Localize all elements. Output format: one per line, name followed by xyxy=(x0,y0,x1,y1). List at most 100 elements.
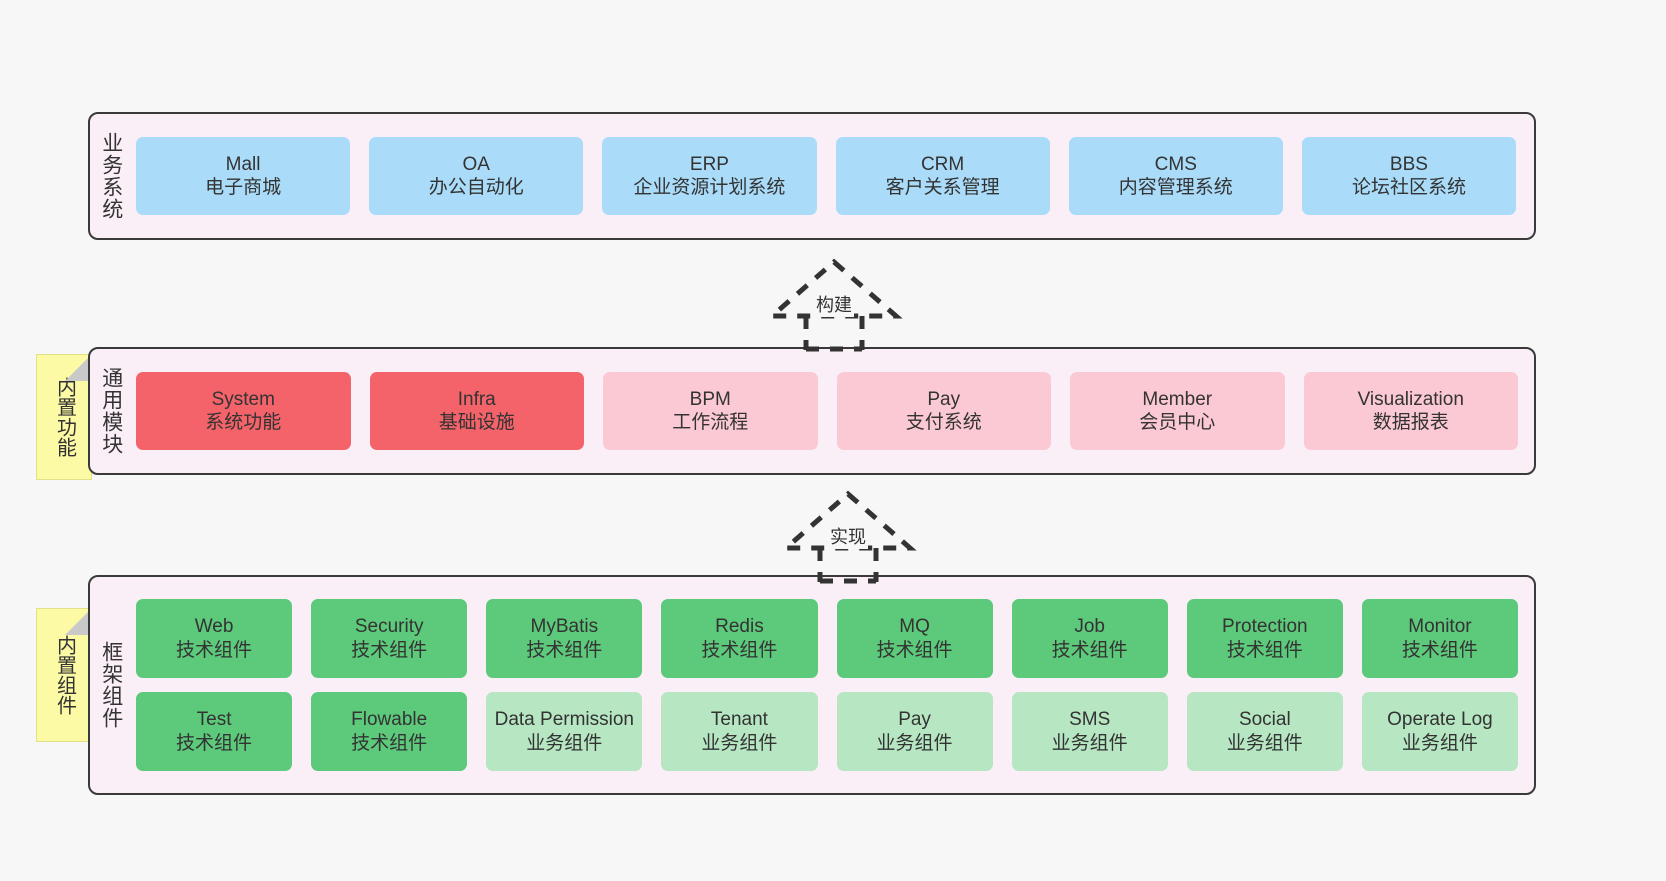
node-member[interactable]: Member 会员中心 xyxy=(1070,372,1285,450)
node-bbs[interactable]: BBS 论坛社区系统 xyxy=(1301,137,1517,215)
node-desc: 工作流程 xyxy=(672,412,749,433)
sticky-note-label: 内置功能 xyxy=(53,377,76,457)
node-oa[interactable]: OA 办公自动化 xyxy=(369,137,584,215)
node-redis[interactable]: Redis 技术组件 xyxy=(661,599,818,678)
node-name: Mall xyxy=(225,153,261,175)
node-sms[interactable]: SMS 业务组件 xyxy=(1011,692,1168,771)
node-desc: 技术组件 xyxy=(1051,639,1128,661)
node-desc: 技术组件 xyxy=(351,732,428,754)
node-visualization[interactable]: Visualization 数据报表 xyxy=(1303,372,1518,450)
node-social[interactable]: Social 业务组件 xyxy=(1186,692,1343,771)
arrow-stem xyxy=(817,548,879,584)
layer-body-framework-components: Web 技术组件 Security 技术组件 MyBatis 技术组件 Redi… xyxy=(132,577,1534,793)
node-name: Social xyxy=(1238,709,1291,731)
node-row: Test 技术组件 Flowable 技术组件 Data Permission … xyxy=(136,692,1518,771)
node-desc: 技术组件 xyxy=(176,732,253,754)
node-name: Pay xyxy=(898,709,931,731)
layer-body-common-modules: System 系统功能 Infra 基础设施 BPM 工作流程 Pay 支付系统… xyxy=(132,349,1534,473)
arrow-stem xyxy=(803,316,865,352)
layer-framework-components: 框架组件 Web 技术组件 Security 技术组件 MyBatis 技术组件… xyxy=(88,575,1536,795)
node-desc: 技术组件 xyxy=(1401,639,1478,661)
node-name: Security xyxy=(354,616,424,638)
node-erp[interactable]: ERP 企业资源计划系统 xyxy=(602,137,817,215)
node-name: Visualization xyxy=(1357,388,1464,410)
sticky-note-builtin-components: 内置组件 xyxy=(36,608,92,742)
node-desc: 业务组件 xyxy=(1401,732,1478,754)
node-name: Protection xyxy=(1222,616,1308,638)
node-pay-biz[interactable]: Pay 业务组件 xyxy=(836,692,993,771)
node-name: Flowable xyxy=(351,709,428,731)
node-mybatis[interactable]: MyBatis 技术组件 xyxy=(486,599,643,678)
node-desc: 技术组件 xyxy=(876,639,953,661)
node-name: Member xyxy=(1142,388,1213,410)
node-mall[interactable]: Mall 电子商城 xyxy=(136,137,351,215)
node-name: Operate Log xyxy=(1387,709,1493,731)
node-crm[interactable]: CRM 客户关系管理 xyxy=(835,137,1050,215)
node-desc: 技术组件 xyxy=(526,639,603,661)
node-name: Job xyxy=(1074,616,1105,638)
node-name: Monitor xyxy=(1408,616,1472,638)
node-name: MQ xyxy=(899,616,930,638)
node-desc: 企业资源计划系统 xyxy=(633,177,786,198)
node-name: MyBatis xyxy=(530,616,599,638)
node-desc: 内容管理系统 xyxy=(1118,177,1233,198)
sticky-note-label: 内置组件 xyxy=(53,635,76,715)
layer-body-business-system: Mall 电子商城 OA 办公自动化 ERP 企业资源计划系统 CRM 客户关系… xyxy=(132,114,1534,238)
connector-implement-label: 实现 xyxy=(828,523,868,549)
node-desc: 客户关系管理 xyxy=(885,177,1000,198)
node-name: Web xyxy=(194,616,234,638)
node-name: ERP xyxy=(689,153,729,175)
node-tenant[interactable]: Tenant 业务组件 xyxy=(661,692,818,771)
node-name: SMS xyxy=(1069,709,1111,731)
sticky-note-builtin-features: 内置功能 xyxy=(36,354,92,480)
node-name: OA xyxy=(462,153,490,175)
node-name: Redis xyxy=(715,616,764,638)
layer-common-modules: 通用模块 System 系统功能 Infra 基础设施 BPM 工作流程 Pay… xyxy=(88,347,1536,475)
node-infra[interactable]: Infra 基础设施 xyxy=(369,372,584,450)
node-cms[interactable]: CMS 内容管理系统 xyxy=(1068,137,1283,215)
node-name: Tenant xyxy=(710,709,768,731)
node-desc: 会员中心 xyxy=(1139,412,1216,433)
node-mq[interactable]: MQ 技术组件 xyxy=(836,599,993,678)
connector-build: 构建 xyxy=(744,258,924,352)
node-data-permission[interactable]: Data Permission 业务组件 xyxy=(486,692,643,771)
layer-title-common-modules: 通用模块 xyxy=(99,367,123,455)
layer-business-system: 业务系统 Mall 电子商城 OA 办公自动化 ERP 企业资源计划系统 CRM… xyxy=(88,112,1536,240)
node-flowable[interactable]: Flowable 技术组件 xyxy=(311,692,468,771)
node-desc: 数据报表 xyxy=(1372,412,1449,433)
node-desc: 基础设施 xyxy=(438,412,515,433)
node-row: Web 技术组件 Security 技术组件 MyBatis 技术组件 Redi… xyxy=(136,599,1518,678)
layer-title-business-system: 业务系统 xyxy=(99,132,123,220)
node-desc: 技术组件 xyxy=(701,639,778,661)
node-web[interactable]: Web 技术组件 xyxy=(136,599,293,678)
node-monitor[interactable]: Monitor 技术组件 xyxy=(1361,599,1518,678)
node-bpm[interactable]: BPM 工作流程 xyxy=(603,372,818,450)
connector-implement: 实现 xyxy=(758,490,938,584)
node-desc: 电子商城 xyxy=(205,177,282,198)
node-desc: 业务组件 xyxy=(701,732,778,754)
node-protection[interactable]: Protection 技术组件 xyxy=(1186,599,1343,678)
node-security[interactable]: Security 技术组件 xyxy=(311,599,468,678)
node-job[interactable]: Job 技术组件 xyxy=(1011,599,1168,678)
node-desc: 技术组件 xyxy=(351,639,428,661)
node-desc: 办公自动化 xyxy=(428,177,524,198)
node-row: Mall 电子商城 OA 办公自动化 ERP 企业资源计划系统 CRM 客户关系… xyxy=(136,137,1517,215)
node-name: Test xyxy=(196,709,232,731)
node-name: BPM xyxy=(689,388,731,410)
node-desc: 业务组件 xyxy=(526,732,603,754)
node-pay[interactable]: Pay 支付系统 xyxy=(836,372,1051,450)
node-operate-log[interactable]: Operate Log 业务组件 xyxy=(1361,692,1518,771)
node-desc: 技术组件 xyxy=(1226,639,1303,661)
node-test[interactable]: Test 技术组件 xyxy=(136,692,293,771)
node-desc: 技术组件 xyxy=(176,639,253,661)
node-desc: 业务组件 xyxy=(1226,732,1303,754)
node-row: System 系统功能 Infra 基础设施 BPM 工作流程 Pay 支付系统… xyxy=(136,372,1518,450)
node-desc: 支付系统 xyxy=(905,412,982,433)
node-name: CMS xyxy=(1154,153,1197,175)
node-name: Pay xyxy=(927,388,961,410)
node-desc: 论坛社区系统 xyxy=(1351,177,1466,198)
node-desc: 系统功能 xyxy=(205,412,282,433)
node-system[interactable]: System 系统功能 xyxy=(136,372,351,450)
node-name: System xyxy=(211,388,275,410)
